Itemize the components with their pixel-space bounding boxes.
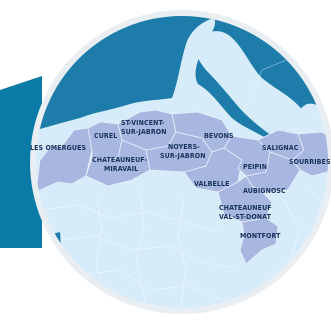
commune-shape-chateauneuf-val-st-donat[interactable] [217, 175, 273, 223]
label-chateauneuf-val-st-donat: CHATEAUNEUF VAL-ST-DONAT [219, 204, 274, 221]
commune-shape-curel[interactable] [87, 121, 123, 159]
label-sourribes: SOURRIBES [289, 158, 331, 166]
label-noyers-sur-jabron: NOYERS- SUR-JABRON [160, 143, 206, 160]
commune-labels: LES OMERGUES CUREL ST-VINCENT- SUR-JABRO… [30, 119, 331, 240]
label-aubignosc: AUBIGNOSC [243, 187, 286, 195]
label-valbelle: VALBELLE [194, 180, 230, 188]
commune-shape-montfort[interactable] [239, 217, 279, 265]
label-chateauneuf-miravail: CHATEAUNEUF- MIRAVAIL [92, 156, 149, 173]
label-peipin: PEIPIN [243, 163, 267, 171]
label-st-vincent-sur-jabron: ST-VINCENT- SUR-JABRON [121, 119, 167, 136]
label-curel: CUREL [94, 132, 117, 140]
north-inlet [194, 31, 304, 136]
label-salignac: SALIGNAC [262, 144, 299, 152]
label-montfort: MONTFORT [240, 232, 281, 240]
label-les-omergues: LES OMERGUES [30, 144, 87, 152]
lens-map [36, 16, 328, 308]
banner-band [0, 76, 42, 248]
label-bevons: BEVONS [204, 132, 234, 140]
